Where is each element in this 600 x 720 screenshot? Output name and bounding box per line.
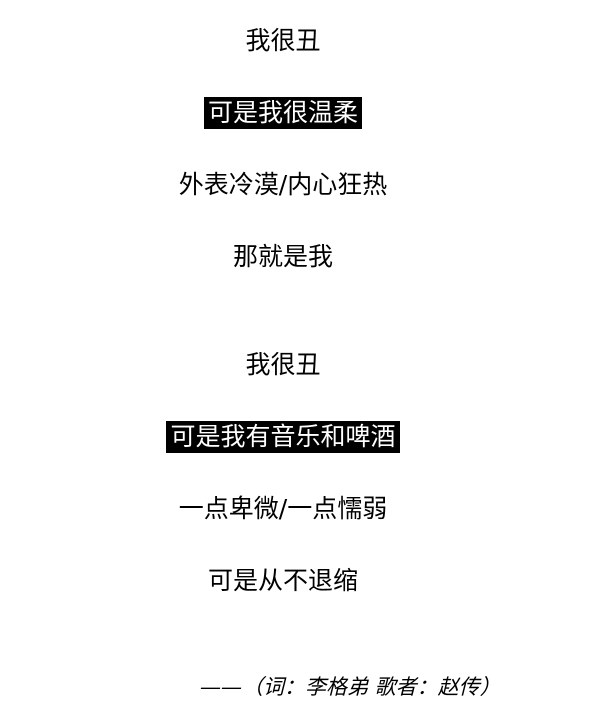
line-text: 一点卑微/一点懦弱 xyxy=(178,494,388,523)
poem-line: 我很丑 xyxy=(0,25,566,57)
poem-line-highlighted: 可是我有音乐和啤酒 xyxy=(0,421,566,453)
line-text: 可是从不退缩 xyxy=(207,566,358,595)
lyric-credit: ——（词：李格弟 歌者：赵传） xyxy=(200,675,501,699)
line-text: 外表冷漠/内心狂热 xyxy=(178,170,388,199)
poem-line: 可是从不退缩 xyxy=(0,565,566,597)
poem-line: 外表冷漠/内心狂热 xyxy=(0,169,566,201)
poem: 我很丑 可是我很温柔 外表冷漠/内心狂热 那就是我 我很丑 可是我有音乐和啤酒 … xyxy=(0,25,566,597)
poem-line: 一点卑微/一点懦弱 xyxy=(0,493,566,525)
poem-line: 我很丑 xyxy=(0,349,566,381)
poem-line-highlighted: 可是我很温柔 xyxy=(0,97,566,129)
line-text: 那就是我 xyxy=(232,242,333,271)
highlighted-text: 可是我有音乐和啤酒 xyxy=(166,421,400,453)
highlighted-text: 可是我很温柔 xyxy=(203,97,362,129)
poem-line: 那就是我 xyxy=(0,241,566,273)
line-text: 我很丑 xyxy=(245,26,321,55)
line-text: 我很丑 xyxy=(245,350,321,379)
